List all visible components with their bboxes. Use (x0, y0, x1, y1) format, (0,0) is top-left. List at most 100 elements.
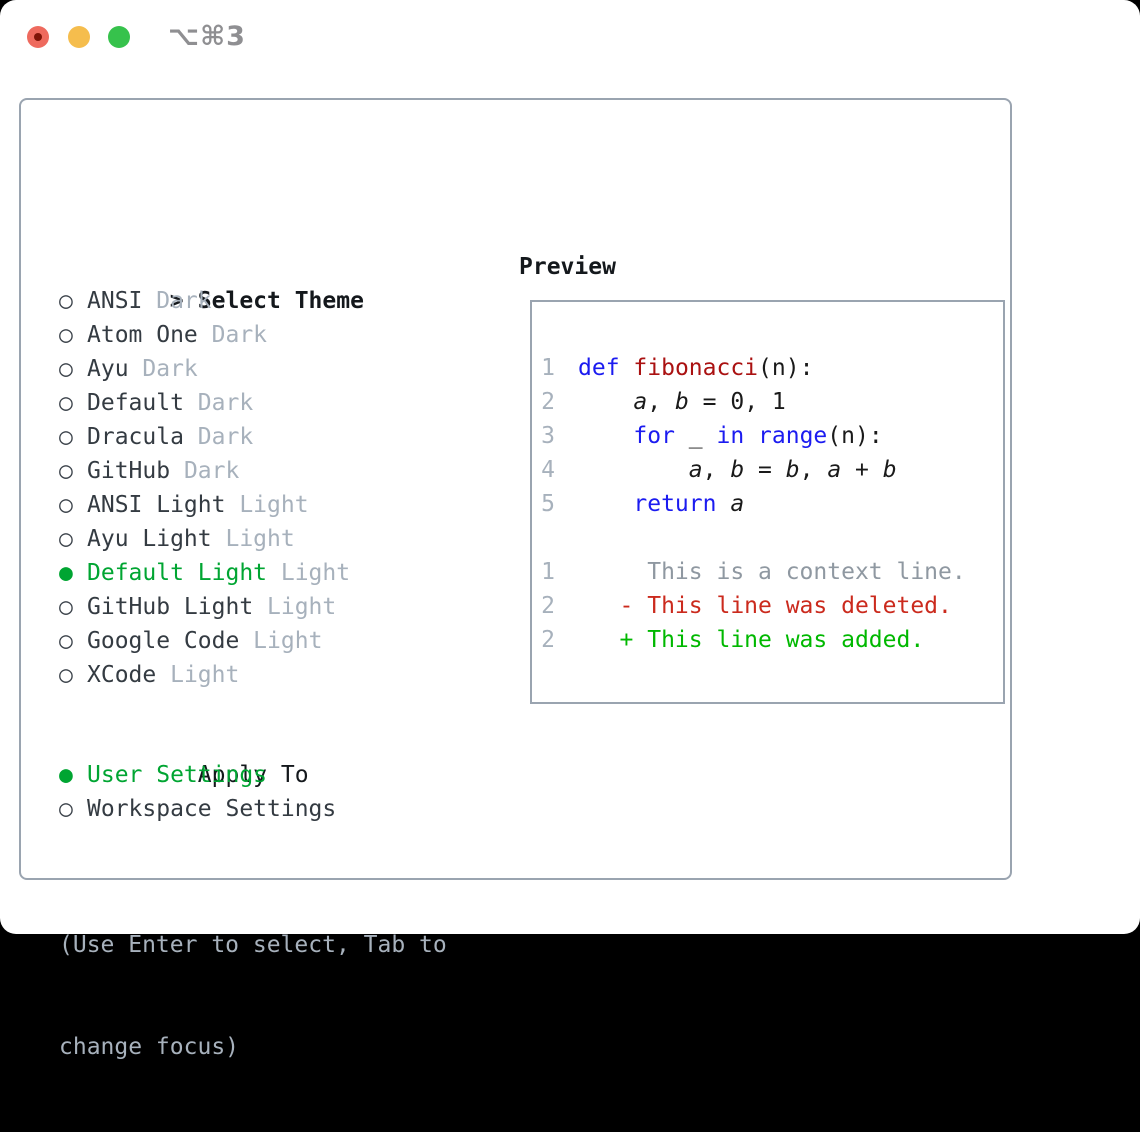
theme-variant: Dark (183, 390, 254, 416)
zoom-icon[interactable] (108, 26, 130, 48)
apply-to-option[interactable]: ○ Workspace Settings (59, 792, 336, 826)
code-line: 2 a, b = 0, 1 (541, 385, 1003, 419)
code-line: 1 This is a context line. (541, 555, 1003, 589)
theme-option[interactable]: ○ GitHub Dark (59, 454, 364, 488)
minimize-icon[interactable] (68, 26, 90, 48)
app-window: ⌥⌘3 > Select Theme ○ ANSI Dark ○ Atom One Da… (0, 0, 1140, 1060)
theme-variant: Light (225, 492, 309, 518)
theme-name: Google Code (87, 628, 240, 654)
line-number: 3 (541, 423, 555, 449)
theme-variant: Dark (142, 288, 212, 314)
prompt-icon: > (169, 288, 184, 314)
theme-name: Default (87, 390, 184, 416)
apply-to-section: Apply To ● User Settings ○ Workspace Settin… (59, 724, 336, 826)
code-text: for _ in range(n): (633, 423, 883, 449)
code-text: + This line was added. (578, 627, 925, 653)
code-line: 1 def fibonacci(n): (541, 351, 1003, 385)
theme-option[interactable]: ○ Ayu Dark (59, 352, 364, 386)
radio-icon: ○ (59, 628, 73, 654)
theme-option[interactable]: ○ Default Dark (59, 386, 364, 420)
theme-list-header: > Select Theme (59, 250, 364, 314)
radio-icon: ○ (59, 796, 73, 822)
theme-variant: Light (267, 560, 351, 586)
code-text: def fibonacci(n): (578, 355, 814, 381)
radio-icon: ● (59, 762, 73, 788)
radio-icon: ○ (59, 356, 73, 382)
theme-variant: Light (211, 526, 295, 552)
theme-list-title: Select Theme (197, 288, 364, 314)
code-line: 3 for _ in range(n): (541, 419, 1003, 453)
theme-name: Default Light (87, 560, 268, 586)
theme-variant: Dark (197, 322, 268, 348)
code-text: - This line was deleted. (578, 593, 952, 619)
theme-variant: Light (253, 594, 337, 620)
code-line (541, 317, 1003, 351)
theme-name: Dracula (87, 424, 184, 450)
keyboard-hint: (Use Enter to select, Tab to change focu… (59, 860, 447, 1132)
apply-to-title: Apply To (197, 762, 309, 788)
code-line: 5 return a (541, 487, 1003, 521)
code-text: a, b = b, a + b (688, 457, 897, 483)
apply-to-option-label: Workspace Settings (87, 796, 337, 822)
theme-name: ANSI (87, 288, 143, 314)
theme-option[interactable]: ○ Atom One Dark (59, 318, 364, 352)
theme-variant: Dark (128, 356, 198, 382)
theme-option[interactable]: ○ Dracula Dark (59, 420, 364, 454)
theme-variant: Dark (170, 458, 240, 484)
window-title: ⌥⌘3 (168, 20, 246, 52)
theme-variant: Light (156, 662, 240, 688)
radio-icon: ○ (59, 288, 73, 314)
titlebar: ⌥⌘3 (0, 0, 1140, 76)
hint-line: change focus) (59, 1034, 240, 1060)
radio-icon: ○ (59, 594, 73, 620)
radio-icon: ○ (59, 424, 73, 450)
theme-name: XCode (87, 662, 157, 688)
radio-icon: ○ (59, 526, 73, 552)
code-text: This is a context line. (578, 559, 966, 585)
line-number: 4 (541, 457, 555, 483)
theme-name: Ayu (87, 356, 129, 382)
theme-picker-panel: >Select Theme ○ANSI Dark○Atom One Dark○A… (19, 98, 1012, 1060)
code-line: 2 - This line was deleted. (541, 589, 1003, 623)
theme-name: GitHub Light (87, 594, 254, 620)
radio-icon: ○ (59, 390, 73, 416)
apply-to-option[interactable]: ● User Settings (59, 758, 336, 792)
close-icon[interactable] (27, 26, 49, 48)
code-line: 4 a, b = b, a + b (541, 453, 1003, 487)
line-number: 2 (541, 627, 555, 653)
line-number: 2 (541, 593, 555, 619)
theme-name: ANSI Light (87, 492, 226, 518)
code-text: a, b = 0, 1 (633, 389, 786, 415)
theme-name: Ayu Light (87, 526, 212, 552)
line-number: 1 (541, 355, 555, 381)
theme-option[interactable]: ○ GitHub Light Light (59, 590, 364, 624)
hint-line: (Use Enter to select, Tab to (59, 932, 447, 958)
theme-list: > Select Theme ○ ANSI Dark ○ Atom One Dark ○ A… (59, 250, 364, 692)
radio-icon: ○ (59, 322, 73, 348)
code-line (541, 521, 1003, 555)
theme-name: Atom One (87, 322, 198, 348)
theme-option[interactable]: ○ ANSI Light Light (59, 488, 364, 522)
theme-variant: Dark (183, 424, 254, 450)
line-number: 5 (541, 491, 555, 517)
theme-variant: Light (239, 628, 323, 654)
theme-name: GitHub (87, 458, 171, 484)
theme-option[interactable]: ○ Ayu Light Light (59, 522, 364, 556)
theme-option[interactable]: ○ Google Code Light (59, 624, 364, 658)
theme-option[interactable]: ● Default Light Light (59, 556, 364, 590)
apply-to-header: Apply To (59, 724, 336, 788)
radio-icon: ○ (59, 662, 73, 688)
preview-title: Preview (519, 254, 616, 280)
radio-icon: ● (59, 560, 73, 586)
code-text: return a (633, 491, 745, 517)
radio-icon: ○ (59, 492, 73, 518)
code-line: 2 + This line was added. (541, 623, 1003, 657)
theme-option[interactable]: ○ XCode Light (59, 658, 364, 692)
apply-to-option-label: User Settings (87, 762, 268, 788)
line-number: 1 (541, 559, 555, 585)
line-number: 2 (541, 389, 555, 415)
radio-icon: ○ (59, 458, 73, 484)
theme-option[interactable]: ○ ANSI Dark (59, 284, 364, 318)
